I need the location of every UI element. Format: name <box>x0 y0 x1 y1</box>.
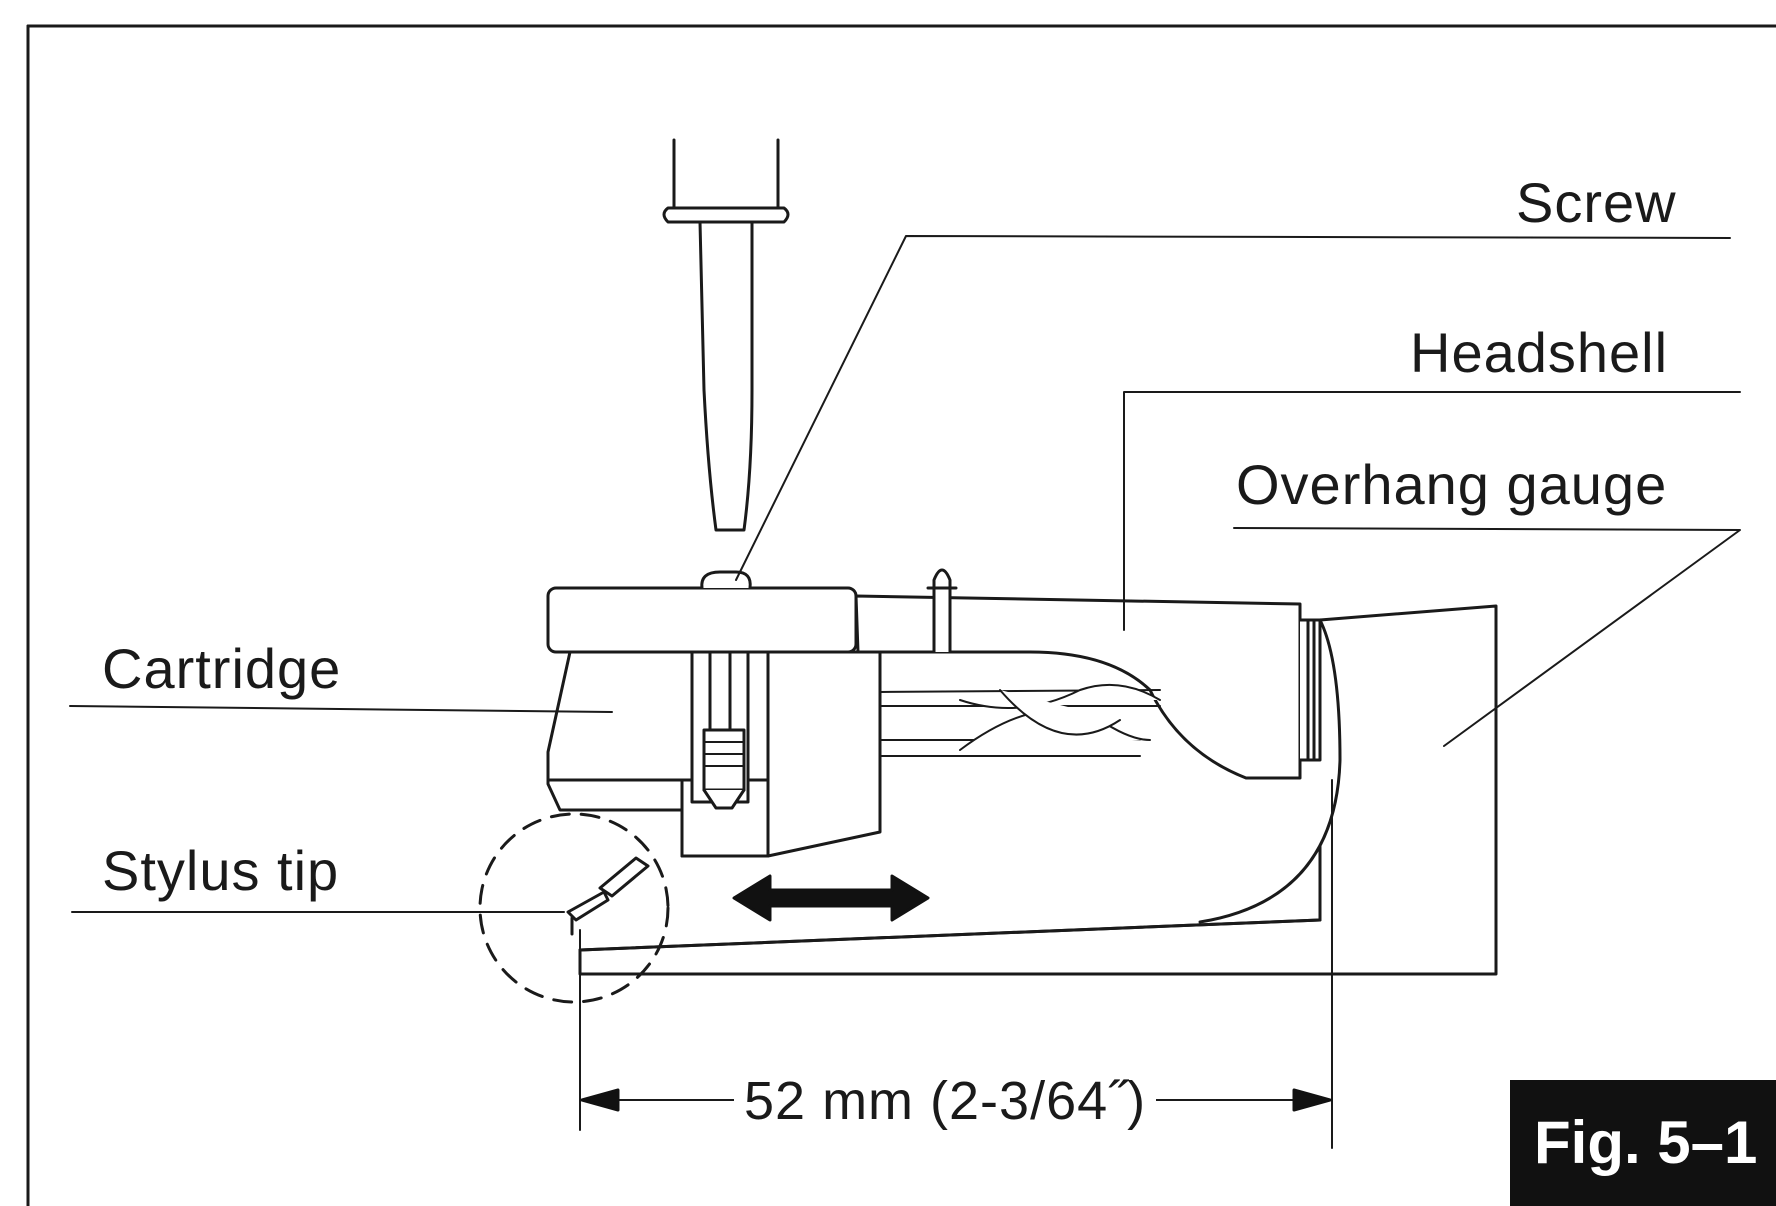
stylus-tip-highlight-circle <box>478 812 670 1004</box>
figure-caption-box <box>1510 1080 1776 1206</box>
label-overhang-gauge: Overhang gauge <box>1236 453 1668 516</box>
cartridge-illustration <box>546 570 882 936</box>
label-screw: Screw <box>1516 171 1677 234</box>
dimension-arrowheads <box>580 1088 1332 1112</box>
leader-lines <box>69 235 1741 913</box>
screwdriver-illustration <box>662 138 790 532</box>
figure-caption: Fig. 5–1 <box>1534 1109 1758 1176</box>
adjustment-arrow-icon <box>732 874 930 922</box>
label-stylus-tip: Stylus tip <box>102 839 340 902</box>
label-headshell: Headshell <box>1410 321 1669 384</box>
dimension-label: 52 mm (2-3/64˝) <box>734 1070 1157 1132</box>
figure-frame <box>26 24 1776 1206</box>
headshell-illustration <box>854 568 1322 780</box>
label-cartridge: Cartridge <box>102 637 342 700</box>
